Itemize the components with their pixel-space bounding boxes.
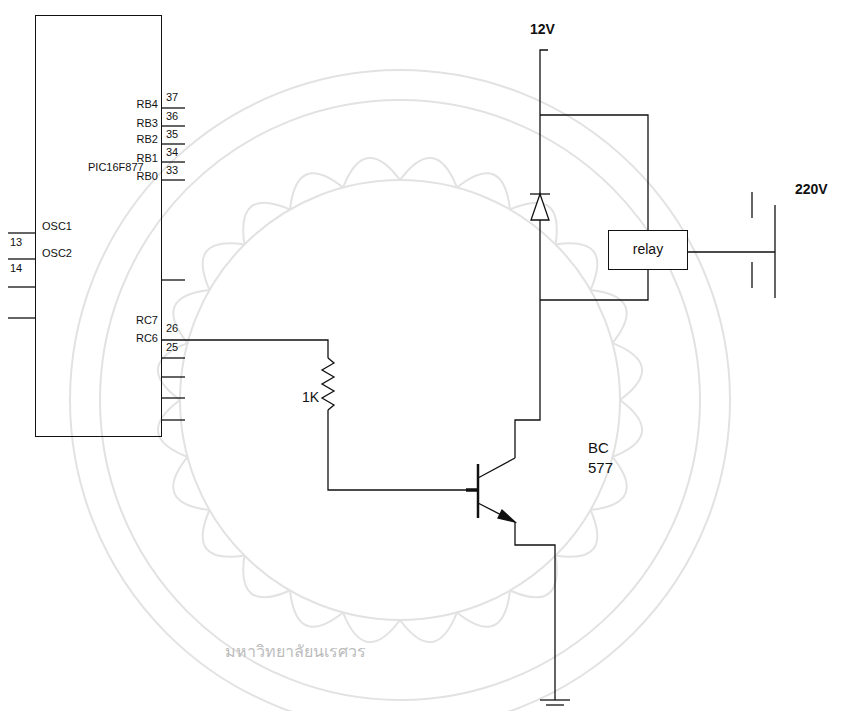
- relay-box: relay: [608, 230, 688, 270]
- ground-symbol: [540, 700, 570, 705]
- base-lead: [466, 488, 478, 492]
- chip-name: PIC16F877: [88, 161, 144, 173]
- base-wire: [328, 410, 466, 490]
- pin-number: 35: [166, 128, 178, 140]
- mains-voltage: 220V: [795, 182, 828, 197]
- pin-name: OSC2: [42, 247, 72, 259]
- pin-number: 25: [166, 341, 178, 353]
- pin-number: 14: [10, 262, 22, 274]
- supply-wire: [540, 50, 548, 300]
- pin-number: 13: [10, 236, 22, 248]
- pin-name: RC6: [136, 332, 158, 344]
- emitter-wire: [515, 522, 555, 700]
- transistor-name: BC 577: [588, 438, 632, 479]
- pin-name: RC7: [136, 314, 158, 326]
- pin-name: OSC1: [42, 220, 72, 232]
- pin-name: RB2: [137, 133, 158, 145]
- pin-name: RB1: [137, 152, 158, 164]
- transistor-symbol: [478, 458, 515, 522]
- watermark-seal: [70, 70, 730, 711]
- watermark-text: มหาวิทยาลัยนเรศวร: [225, 643, 366, 661]
- collector-wire: [515, 300, 540, 458]
- relay-contact: [688, 192, 775, 298]
- relay-return-wire: [540, 270, 648, 300]
- supply-voltage: 12V: [530, 22, 555, 37]
- pin-number: 36: [166, 110, 178, 122]
- base-wire: [162, 340, 328, 358]
- resistor-symbol: [322, 358, 334, 410]
- pin-name: RB3: [137, 117, 158, 129]
- supply-wire: [540, 115, 648, 230]
- pin-number: 37: [166, 91, 178, 103]
- pin-number: 33: [166, 164, 178, 176]
- pin-number: 26: [166, 322, 178, 334]
- diode-symbol: [530, 194, 550, 220]
- resistor-value: 1K: [302, 390, 319, 405]
- relay-label: relay: [633, 242, 663, 257]
- pin-number: 34: [166, 146, 178, 158]
- pin-name: RB4: [137, 98, 158, 110]
- pin-name: RB0: [137, 170, 158, 182]
